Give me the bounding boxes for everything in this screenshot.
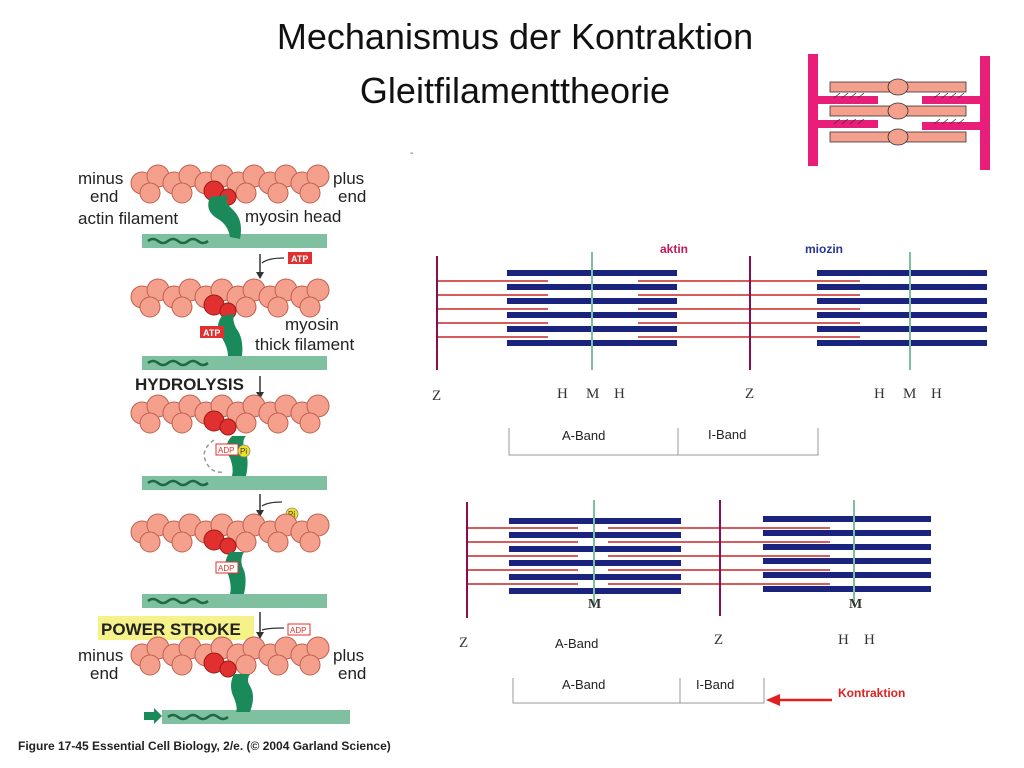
figure-caption: Figure 17-45 Essential Cell Biology, 2/e… — [18, 739, 391, 753]
thick-filament-1 — [142, 234, 327, 248]
z-label-bottom-1: Z — [459, 635, 468, 651]
svg-text:Pi: Pi — [288, 510, 295, 519]
z-label-top-1: Z — [432, 388, 441, 404]
slide-title-line1: Mechanismus der Kontraktion — [276, 16, 754, 57]
svg-text:ADP: ADP — [290, 626, 306, 635]
myosin-previous-position — [203, 439, 225, 474]
thick-filament-2 — [142, 356, 327, 370]
label-actin-filament: actin filament — [78, 209, 178, 228]
atp-binding-arrow: ATP — [256, 252, 312, 279]
m-label-top-1: M — [586, 386, 599, 402]
sarcomere-contracted: M M Z Z H H A-Band A-Band I-Band Kontrak… — [459, 500, 931, 706]
hydrolysis-step: HYDROLYSIS — [135, 375, 264, 399]
h-label-top-2: H — [614, 386, 625, 402]
slide-title-line2: Gleitfilamenttheorie — [359, 70, 671, 111]
sarcomere-icon — [808, 54, 990, 170]
movement-arrow — [144, 708, 162, 724]
thick-filament-4 — [142, 594, 327, 608]
legend-miozin: miozin — [805, 242, 843, 256]
a-band-label-bottom-upper: A-Band — [555, 636, 598, 651]
a-band-label-bottom: A-Band — [562, 677, 605, 692]
i-band-label-bottom: I-Band — [696, 677, 734, 692]
kontraktion-arrow — [766, 694, 832, 706]
myosin-head-1 — [208, 195, 241, 239]
label-hydrolysis: HYDROLYSIS — [135, 375, 244, 394]
h-label-bottom-2: H — [864, 632, 875, 648]
label-power-stroke: POWER STROKE — [101, 620, 241, 639]
m-label-bottom-2: M — [849, 597, 862, 612]
myosin-head-5 — [231, 674, 253, 712]
stray-dash: - — [410, 148, 413, 159]
sarcomere-relaxed: aktin miozin — [432, 242, 987, 456]
svg-text:ATP: ATP — [291, 254, 308, 264]
svg-text:ATP: ATP — [203, 328, 220, 338]
thick-filament-3 — [142, 476, 327, 490]
adp-badge-4 — [215, 561, 239, 574]
power-stroke-highlight — [98, 616, 254, 640]
stage-3: ADP Pi — [130, 394, 330, 490]
adp-released — [287, 623, 311, 636]
h-label-top-4: H — [931, 386, 942, 402]
h-label-top-1: H — [557, 386, 568, 402]
z-label-top-2: Z — [745, 386, 754, 402]
m-label-bottom-1: M — [588, 597, 601, 612]
stage-4: ADP — [130, 513, 330, 608]
i-band-label-top: I-Band — [708, 427, 746, 442]
kontraktion-label: Kontraktion — [838, 686, 905, 700]
atp-badge-2 — [200, 326, 224, 338]
myosin-head-2 — [218, 314, 243, 356]
z-label-bottom-2: Z — [714, 632, 723, 648]
label-myosin-head: myosin head — [245, 207, 341, 226]
atp-badge-1 — [288, 252, 312, 264]
thick-filament-5 — [162, 710, 350, 724]
h-label-top-3: H — [874, 386, 885, 402]
band-bracket-bottom — [512, 678, 765, 704]
legend-aktin: aktin — [660, 242, 688, 256]
svg-text:ADP: ADP — [218, 564, 234, 573]
a-band-label-top: A-Band — [562, 428, 605, 443]
band-bracket-top — [508, 428, 819, 456]
power-stroke-step: POWER STROKE ADP — [98, 612, 311, 640]
svg-text:Pi: Pi — [240, 447, 247, 456]
pi-badge-3 — [237, 444, 251, 458]
svg-text:ADP: ADP — [218, 446, 234, 455]
m-label-top-2: M — [903, 386, 916, 402]
h-label-bottom-1: H — [838, 632, 849, 648]
